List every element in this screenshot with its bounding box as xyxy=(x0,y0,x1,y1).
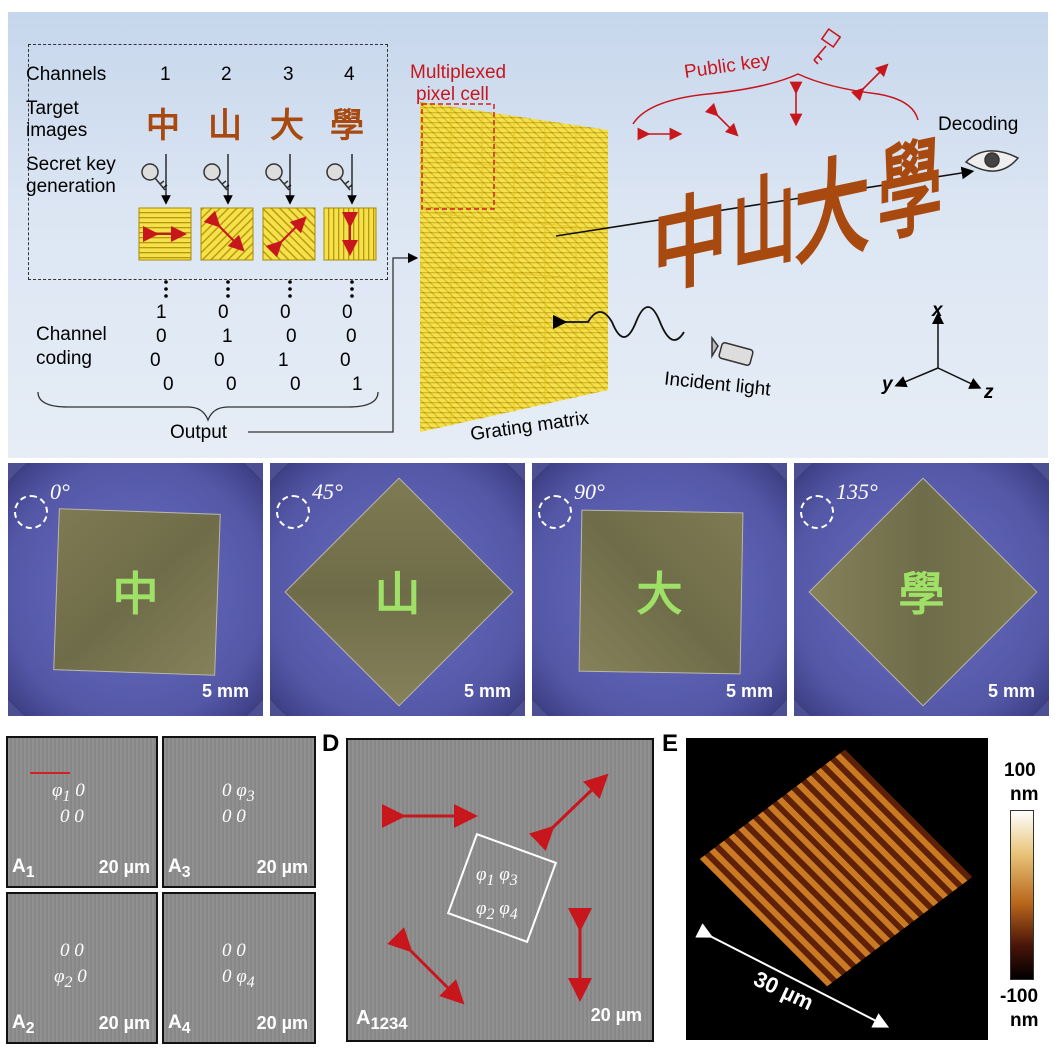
afm-image: 30 µm xyxy=(686,738,988,1040)
scale-bar: 20 µm xyxy=(256,857,308,877)
tile-label: A1 xyxy=(12,856,35,881)
cbar-top-unit: nm xyxy=(1010,784,1039,805)
panel-e-label: E xyxy=(662,730,679,757)
photo-0deg: 中 0° 5 mm xyxy=(8,463,263,716)
target-char: 大 xyxy=(270,106,304,146)
rotate-icon xyxy=(800,495,834,529)
sem-a3: 0 φ3 0 0 A3 20 µm xyxy=(162,736,316,888)
tile-label: A1234 xyxy=(356,1007,408,1033)
channel-coding-label: Channel xyxy=(36,324,107,345)
photo-char: 山 xyxy=(374,567,421,621)
target-char: 中 xyxy=(146,106,180,146)
multiplexed-label: pixel cell xyxy=(416,84,489,105)
photo-char: 學 xyxy=(898,567,945,621)
secret-key-label: Secret key xyxy=(26,154,116,175)
photo-char: 大 xyxy=(636,567,683,621)
decoded-char: 山 xyxy=(731,157,797,289)
tile-label: A4 xyxy=(168,1012,191,1037)
channel-coding-label: coding xyxy=(36,348,92,369)
photo-45deg: 山 45° 5 mm xyxy=(270,463,525,716)
channel-number: 2 xyxy=(221,64,232,85)
code-value: 1 xyxy=(156,302,167,323)
decoded-char: 學 xyxy=(877,122,943,259)
sem-a4: 0 0 0 φ4 A4 20 µm xyxy=(162,892,316,1044)
decoded-char: 中 xyxy=(652,176,728,310)
rotate-icon xyxy=(14,495,48,529)
channel-number: 4 xyxy=(344,64,355,85)
rotation-angle: 45° xyxy=(312,479,343,504)
code-value: 0 xyxy=(340,350,351,371)
scale-bar: 5 mm xyxy=(201,681,249,701)
channel-number: 3 xyxy=(283,64,294,85)
channel-number: 1 xyxy=(160,64,171,85)
rotation-angle: 90° xyxy=(574,479,605,504)
code-value: 0 xyxy=(346,326,357,347)
sem-a1234: φ1 φ3 φ2 φ4 A1234 20 µm xyxy=(346,738,654,1042)
cbar-top-label: 100 xyxy=(1004,760,1036,781)
sem-a2: 0 0 φ2 0 A2 20 µm xyxy=(6,892,158,1044)
photo-char: 中 xyxy=(112,567,159,621)
scale-bar: 20 µm xyxy=(590,1005,642,1025)
tile-label: A3 xyxy=(168,856,191,881)
scale-bar: 20 µm xyxy=(98,1013,150,1033)
scale-bar: 5 mm xyxy=(463,681,511,701)
target-images-label: images xyxy=(26,120,88,141)
scale-bar: 5 mm xyxy=(725,681,773,701)
photo-135deg: 學 135° 5 mm xyxy=(794,463,1049,716)
tile-label: A2 xyxy=(12,1012,35,1037)
panel-a: Channels 1 2 3 4 Target images 中 山 大 學 S… xyxy=(8,12,1048,458)
output-label: Output xyxy=(170,422,228,443)
code-value: 1 xyxy=(278,350,289,371)
grating-matrix xyxy=(419,102,609,432)
cbar-bottom-label: -100 xyxy=(1000,986,1039,1007)
multiplexed-label: Multiplexed xyxy=(410,62,507,83)
coordinate-axes xyxy=(894,312,982,389)
rotate-icon xyxy=(538,495,572,529)
code-value: 0 xyxy=(163,374,174,395)
code-value: 1 xyxy=(222,326,233,347)
target-char: 山 xyxy=(208,106,242,146)
sem-a1: φ1 0 0 0 A1 20 µm xyxy=(6,736,158,888)
eye-icon xyxy=(964,150,1020,172)
code-value: 0 xyxy=(214,350,225,371)
axis-y-label: y xyxy=(882,374,893,395)
code-value: 0 xyxy=(156,326,167,347)
code-value: 0 xyxy=(226,374,237,395)
key-icon xyxy=(141,163,353,191)
rotation-angle: 0° xyxy=(50,479,70,504)
channel-design-box xyxy=(28,44,388,280)
scale-bar: 20 µm xyxy=(256,1013,308,1033)
decoding-label: Decoding xyxy=(938,114,1019,135)
target-images-label: Target xyxy=(26,98,79,119)
rotate-icon xyxy=(276,495,310,529)
colorbar xyxy=(1010,810,1034,980)
photo-90deg: 大 90° 5 mm xyxy=(532,463,787,716)
axis-x-label: x xyxy=(932,300,943,321)
panel-a-graphics xyxy=(37,27,1020,433)
channels-label: Channels xyxy=(26,64,107,85)
direction-arrow xyxy=(30,772,70,774)
decoded-char: 大 xyxy=(794,139,870,283)
code-value: 0 xyxy=(150,350,161,371)
scale-bar: 5 mm xyxy=(987,681,1035,701)
key-icon xyxy=(813,27,842,65)
rotation-angle: 135° xyxy=(836,479,878,504)
secret-key-label: generation xyxy=(26,176,116,197)
flashlight-icon xyxy=(711,335,754,366)
code-value: 0 xyxy=(290,374,301,395)
panel-d-label: D xyxy=(322,730,340,757)
code-value: 0 xyxy=(218,302,229,323)
code-value: 0 xyxy=(286,326,297,347)
axis-z-label: z xyxy=(984,382,994,403)
cbar-bottom-unit: nm xyxy=(1010,1010,1039,1031)
code-value: 0 xyxy=(342,302,353,323)
scale-bar: 20 µm xyxy=(98,857,150,877)
code-value: 1 xyxy=(352,374,363,395)
target-char: 學 xyxy=(330,106,364,146)
code-value: 0 xyxy=(280,302,291,323)
